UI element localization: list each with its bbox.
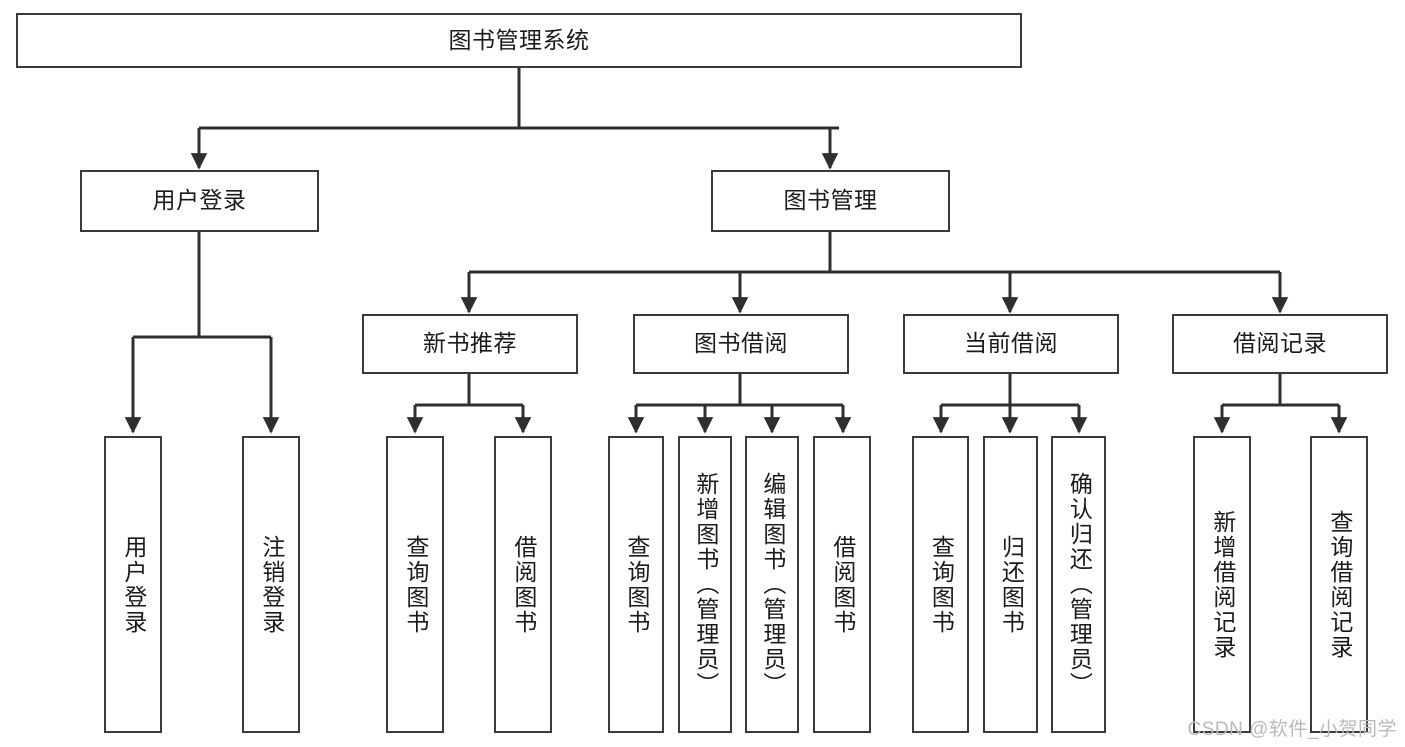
node-label: 新增图书（管理员） — [692, 472, 719, 697]
node-leaf-borrow-book-recommend[interactable]: 借阅图书 — [494, 436, 552, 733]
vertical-text-wrap: 查询图书 — [914, 438, 967, 731]
node-leaf-user-login[interactable]: 用户登录 — [104, 436, 162, 733]
node-label: 查询图书 — [623, 534, 650, 635]
node-label: 借阅图书 — [510, 534, 537, 635]
node-root-book-management-system[interactable]: 图书管理系统 — [16, 13, 1022, 68]
node-label: 新增借阅记录 — [1209, 509, 1236, 660]
vertical-text-wrap: 借阅图书 — [496, 438, 550, 731]
vertical-text-wrap: 借阅图书 — [815, 438, 869, 731]
node-leaf-edit-book-admin[interactable]: 编辑图书（管理员） — [745, 436, 799, 733]
node-leaf-query-book-current[interactable]: 查询图书 — [912, 436, 969, 733]
vertical-text-wrap: 查询图书 — [610, 438, 662, 731]
node-label: 用户登录 — [152, 187, 247, 214]
vertical-text-wrap: 查询图书 — [388, 438, 442, 731]
node-leaf-query-book-recommend[interactable]: 查询图书 — [386, 436, 444, 733]
node-leaf-query-book-borrow[interactable]: 查询图书 — [608, 436, 664, 733]
node-label: 查询借阅记录 — [1326, 509, 1353, 660]
node-label: 用户登录 — [120, 534, 147, 635]
node-label: 确认归还（管理员） — [1066, 472, 1093, 697]
node-label: 注销登录 — [258, 534, 285, 635]
node-label: 图书管理 — [783, 187, 878, 214]
vertical-text-wrap: 注销登录 — [244, 438, 298, 731]
vertical-text-wrap: 新增图书（管理员） — [680, 438, 730, 731]
watermark-text: CSDN @软件_小贺同学 — [1187, 719, 1397, 740]
node-label: 当前借阅 — [964, 330, 1058, 357]
node-label: 查询图书 — [402, 534, 429, 635]
node-leaf-add-borrow-record[interactable]: 新增借阅记录 — [1193, 436, 1251, 733]
node-book-management[interactable]: 图书管理 — [711, 170, 950, 232]
node-leaf-query-borrow-record[interactable]: 查询借阅记录 — [1310, 436, 1368, 733]
node-label: 编辑图书（管理员） — [759, 472, 786, 697]
node-new-book-recommend[interactable]: 新书推荐 — [362, 314, 578, 374]
vertical-text-wrap: 归还图书 — [985, 438, 1036, 731]
node-leaf-confirm-return-admin[interactable]: 确认归还（管理员） — [1051, 436, 1106, 733]
node-label: 新书推荐 — [423, 330, 517, 357]
node-leaf-borrow-book[interactable]: 借阅图书 — [813, 436, 871, 733]
node-borrow-records[interactable]: 借阅记录 — [1172, 314, 1388, 374]
vertical-text-wrap: 编辑图书（管理员） — [747, 438, 797, 731]
vertical-text-wrap: 确认归还（管理员） — [1053, 438, 1104, 731]
vertical-text-wrap: 查询借阅记录 — [1312, 438, 1366, 731]
node-label: 借阅图书 — [829, 534, 856, 635]
vertical-text-wrap: 新增借阅记录 — [1195, 438, 1249, 731]
node-current-borrow[interactable]: 当前借阅 — [903, 314, 1119, 374]
node-leaf-return-book[interactable]: 归还图书 — [983, 436, 1038, 733]
node-leaf-add-book-admin[interactable]: 新增图书（管理员） — [678, 436, 732, 733]
node-label: 借阅记录 — [1233, 330, 1327, 357]
node-label: 查询图书 — [928, 534, 955, 635]
node-label: 图书管理系统 — [448, 26, 590, 53]
node-label: 归还图书 — [998, 534, 1025, 635]
vertical-text-wrap: 用户登录 — [106, 438, 160, 731]
node-label: 图书借阅 — [694, 330, 788, 357]
node-book-borrow[interactable]: 图书借阅 — [633, 314, 849, 374]
node-leaf-logout[interactable]: 注销登录 — [242, 436, 300, 733]
node-user-login[interactable]: 用户登录 — [80, 170, 319, 232]
